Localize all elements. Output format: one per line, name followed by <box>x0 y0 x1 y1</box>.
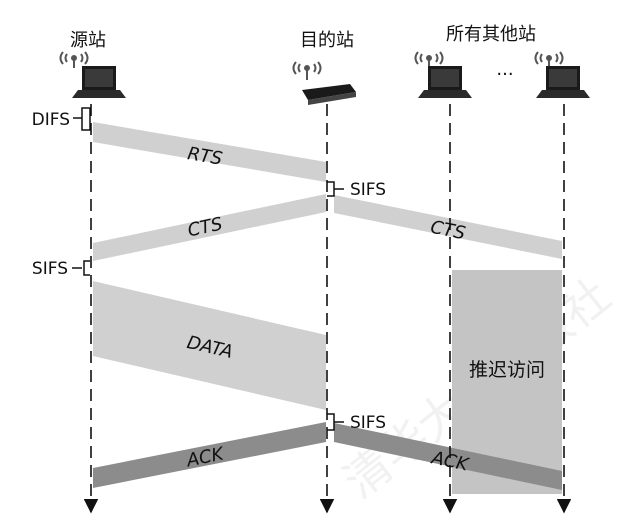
wireless-signal-icon <box>534 51 564 68</box>
cts-band-others <box>334 195 562 259</box>
source-station-label: 源站 <box>70 30 106 51</box>
difs-bracket <box>73 107 91 131</box>
other-station-1-laptop-icon <box>414 51 472 98</box>
wireless-signal-icon <box>414 51 444 68</box>
wireless-signal-icon <box>59 51 89 68</box>
sifs-label-destination-data: SIFS <box>350 413 386 433</box>
other-station-2-laptop-icon <box>534 51 590 98</box>
rts-band <box>93 122 326 182</box>
ack-band-others <box>334 423 562 490</box>
cts-frame-label: CTS <box>186 214 225 242</box>
cts-band <box>93 194 326 261</box>
difs-label: DIFS <box>32 110 70 130</box>
rts-frame-label: RTS <box>186 143 224 170</box>
ack-frame-label: ACK <box>184 443 226 471</box>
defer-access-label: 推迟访问 <box>469 359 545 381</box>
sifs-bracket-destination-data <box>327 413 344 431</box>
sifs-label-source-cts: SIFS <box>32 259 68 279</box>
ack-band <box>93 422 326 488</box>
source-laptop-icon <box>59 51 126 98</box>
wireless-signal-icon <box>292 61 322 80</box>
sifs-bracket-source-cts <box>72 260 90 276</box>
data-band <box>93 281 326 410</box>
destination-access-point-icon <box>292 61 356 105</box>
other-stations-label: 所有其他站 <box>446 24 536 45</box>
stations-ellipsis: ··· <box>496 64 513 85</box>
sifs-label-destination-rts: SIFS <box>350 180 386 200</box>
destination-station-label: 目的站 <box>300 30 354 51</box>
sifs-bracket-destination-rts <box>327 181 344 197</box>
